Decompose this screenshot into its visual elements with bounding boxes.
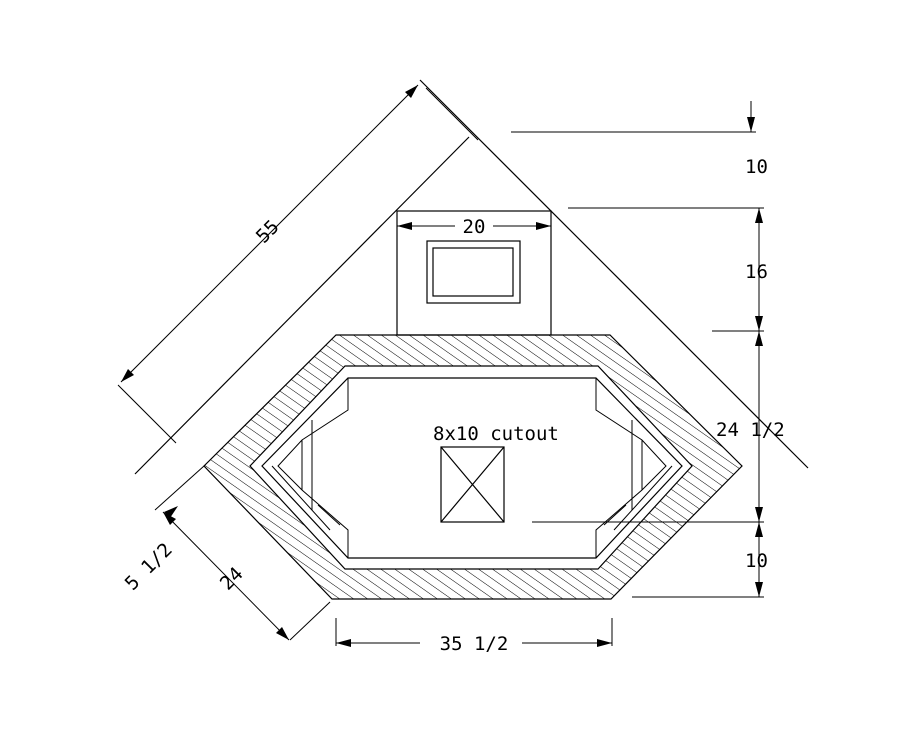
cutout-box (440, 446, 505, 523)
dim-20-label: 20 (463, 216, 486, 238)
dim-20: 20 (397, 216, 551, 238)
cutout-label: 8x10 cutout (433, 423, 559, 445)
dim-5-half-label: 5 1/2 (121, 539, 177, 595)
left-panel-detail (271, 378, 349, 558)
dim-55-label: 55 (252, 216, 284, 248)
dim-bottom-10-label: 10 (745, 550, 768, 572)
dim-16-label: 16 (745, 261, 768, 283)
diagonal-back-edge (419, 79, 809, 469)
diagonal-corner-line (134, 136, 470, 475)
frame-inner-outline (249, 365, 693, 570)
dim-top-10-label: 10 (745, 156, 768, 178)
inner-opening (261, 377, 683, 559)
dim-top-10: 10 (745, 101, 768, 178)
dim-35-half: 35 1/2 (335, 618, 613, 655)
hatched-frame (204, 335, 742, 599)
dim-24-side-label: 24 (216, 563, 248, 595)
lid-window-inner (432, 247, 514, 297)
dim-24-half: 24 1/2 (716, 331, 785, 522)
lid-box (396, 210, 552, 336)
frame-outer-outline (203, 334, 743, 600)
dim-bottom-10: 10 (745, 522, 768, 597)
dim-24-half-label: 24 1/2 (716, 419, 785, 441)
dim-16: 16 (745, 208, 768, 331)
lid-window-outer (426, 240, 521, 304)
dim-35-half-label: 35 1/2 (440, 633, 509, 655)
